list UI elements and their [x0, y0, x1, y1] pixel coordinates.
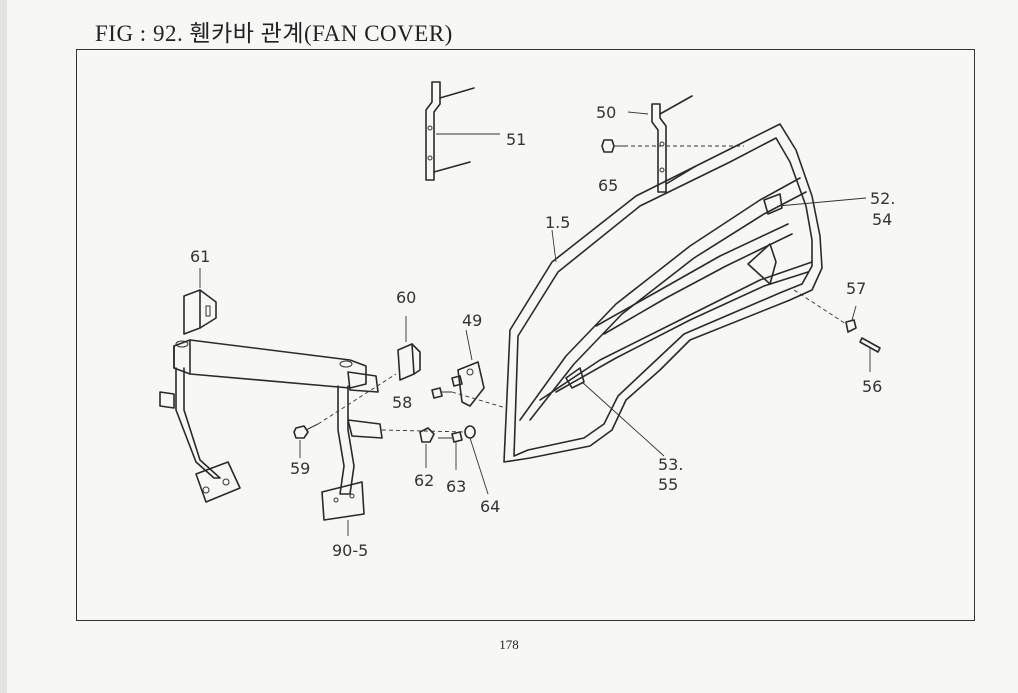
callout-56: 56: [862, 377, 882, 396]
callout-61: 61: [190, 247, 210, 266]
callout-65: 65: [598, 176, 618, 195]
nut-62: [419, 427, 435, 468]
callout-57: 57: [846, 279, 866, 298]
callout-62: 62: [414, 471, 434, 490]
callout-49: 49: [462, 311, 482, 330]
bracket-60: [397, 316, 421, 381]
callout-59: 59: [290, 459, 310, 478]
bracket-50: [627, 95, 697, 193]
callout-1-5: 1.5: [545, 213, 570, 232]
fan-cover-panel: [503, 123, 867, 463]
callout-50: 50: [596, 103, 616, 122]
scan-edge: [0, 0, 7, 693]
diagram-frame: [76, 49, 975, 621]
callout-52: 52.: [870, 189, 895, 208]
bracket-51: [425, 81, 500, 181]
screw-56: [793, 289, 881, 372]
plate-49: [451, 329, 485, 407]
callout-54: 54: [872, 210, 892, 229]
callout-51: 51: [506, 130, 526, 149]
bolt-63: [438, 431, 463, 470]
page-number: 178: [499, 637, 519, 652]
page-title: FIG : 92. 휀카바 관계(FAN COVER): [95, 21, 453, 46]
callout-60: 60: [396, 288, 416, 307]
callout-53: 53.: [658, 455, 683, 474]
bracket-61: [183, 268, 217, 335]
washer-64: [381, 425, 489, 495]
bolt-59: [293, 373, 397, 458]
support-frame: [159, 339, 383, 536]
callout-55: 55: [658, 475, 678, 494]
nut-57: [845, 305, 857, 333]
bolt-58: [431, 387, 507, 409]
callout-58: 58: [392, 393, 412, 412]
bolt-65: [601, 139, 744, 153]
callout-90-5: 90-5: [332, 541, 368, 560]
callout-64: 64: [480, 497, 500, 516]
callout-63: 63: [446, 477, 466, 496]
